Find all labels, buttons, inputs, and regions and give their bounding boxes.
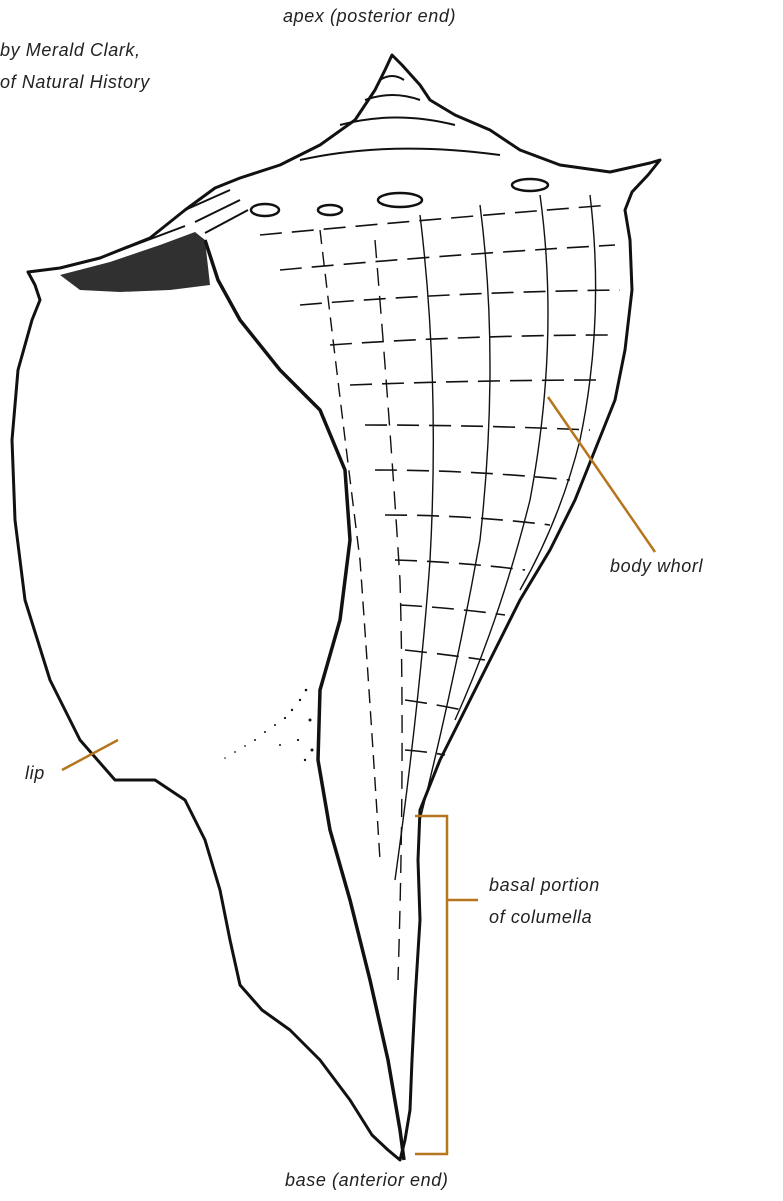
lip-label: lip (25, 763, 45, 784)
body-whorl-label: body whorl (610, 556, 703, 577)
base-label: base (anterior end) (285, 1170, 449, 1191)
credit-line-1: by Merald Clark, (0, 40, 141, 61)
shell-outline (12, 55, 660, 1160)
basal-portion-label-line1: basal portion (489, 875, 600, 896)
apex-label: apex (posterior end) (283, 6, 456, 27)
basal-bracket (415, 816, 478, 1154)
credit-line-2: of Natural History (0, 72, 150, 93)
basal-portion-label-line2: of columella (489, 907, 592, 928)
